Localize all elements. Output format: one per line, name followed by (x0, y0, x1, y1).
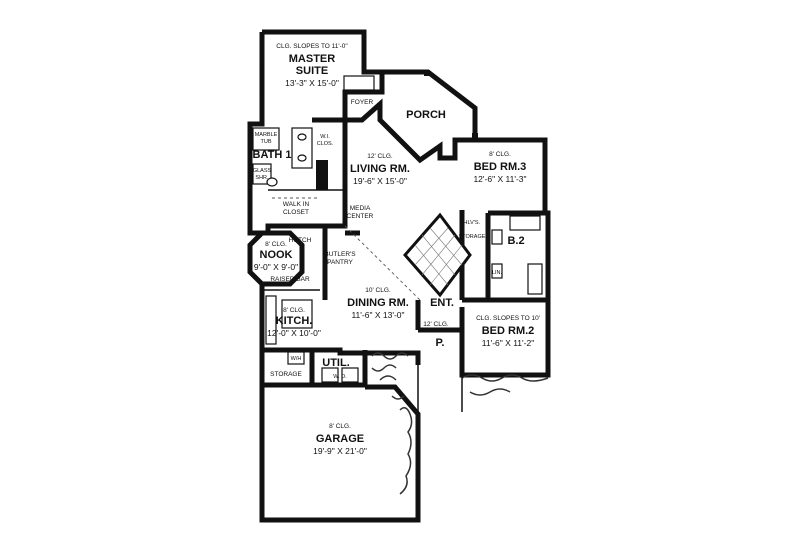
marble-label: MARBLE (255, 132, 278, 138)
nook-name: NOOK (260, 249, 293, 261)
media-label: MEDIA (350, 205, 371, 212)
kitchen-dims: 12'-0" X 10'-0" (267, 328, 321, 338)
glass-label: GLASS (253, 168, 272, 174)
dryer (341, 367, 359, 383)
closet-bed2 (527, 263, 543, 295)
dining-dims: 11'-6" X 13'-0" (351, 310, 404, 320)
washer (321, 367, 339, 383)
clos-label: CLOS. (317, 141, 334, 147)
entry-tile-grid (414, 227, 463, 286)
shelves-label: SHLV'S. (460, 220, 481, 226)
details (252, 31, 549, 495)
wh-label: W/H (291, 356, 302, 362)
garage-walls (259, 350, 421, 523)
ent-clg-label: 12' CLG. (423, 321, 449, 328)
west-walls (259, 284, 421, 365)
nook-walls (247, 230, 305, 287)
bed3-name: BED RM.3 (474, 161, 527, 173)
ent-label: ENT. (430, 297, 454, 309)
storage-garage-label: STORAGE (270, 371, 302, 378)
bed3-note: 8' CLG. (489, 151, 511, 158)
kitchen-counter-left (265, 295, 277, 345)
center-label: CENTER (347, 213, 374, 220)
living-dims: 19'-6" X 15'-0" (353, 176, 407, 186)
vanity-2 (491, 229, 503, 245)
master-name-1: MASTER (289, 53, 336, 65)
room-labels: CLG. SLOPES TO 11'-0" MASTER SUITE 13'-3… (254, 43, 540, 456)
porch-walls (382, 69, 478, 136)
dining-note: 10' CLG. (365, 287, 391, 294)
master-suite-walls (247, 29, 385, 236)
wd-label: W. D. (333, 374, 347, 380)
raised-bar-label: RAISED BAR (270, 276, 310, 283)
garage-dims: 19'-9" X 21'-0" (313, 446, 367, 456)
wi-label: W.I. (320, 134, 330, 140)
garage-note: 8' CLG. (329, 423, 351, 430)
living-walls (345, 98, 548, 213)
storage-hall-label: STORAGE (459, 234, 486, 240)
porch-post-1 (424, 70, 430, 76)
bath1-label: BATH 1 (253, 149, 292, 161)
kitchen-note: 8' CLG. (283, 307, 305, 314)
garage-name: GARAGE (316, 433, 364, 445)
sink-1 (297, 133, 307, 141)
hutch-label: HUTCH (289, 237, 312, 244)
dining-name: DINING RM. (347, 297, 409, 309)
master-note: CLG. SLOPES TO 11'-0" (276, 43, 348, 50)
landscape-right (461, 374, 549, 396)
kitchen-island (281, 299, 313, 329)
living-name: LIVING RM. (350, 163, 410, 175)
linen-label: LIN. (492, 270, 503, 276)
p-label: P. (436, 337, 445, 349)
walls (247, 29, 551, 523)
bed2-dims: 11'-6" X 11'-2" (482, 338, 534, 348)
bed2-note: CLG. SLOPES TO 10' (476, 315, 540, 322)
bed3-dims: 12'-6" X 11'-3" (473, 174, 526, 184)
glass-shower (252, 163, 272, 185)
bed2-name: BED RM.2 (482, 325, 535, 337)
nook-note: 8' CLG. (265, 241, 287, 248)
porch-post-2 (472, 133, 478, 139)
master-name-2: SUITE (296, 65, 328, 77)
vanity (291, 127, 313, 169)
porch-label: PORCH (406, 109, 446, 121)
toilet (266, 177, 278, 187)
tub-2 (509, 215, 541, 231)
fireplace (316, 160, 328, 190)
linen (491, 263, 503, 279)
area-labels: PORCH FOYER BATH 1 MARBLE TUB GLASS SHR.… (253, 99, 525, 380)
tub-label: TUB (261, 139, 272, 145)
living-note: 12' CLG. (367, 153, 393, 160)
util-walls (309, 350, 368, 388)
kitchen-name: KITCH. (276, 315, 313, 327)
util-label: UTIL. (322, 357, 350, 369)
landscape-left (371, 352, 413, 495)
foyer-label: FOYER (351, 99, 374, 106)
nook-dims: 9'-0" X 9'-0" (254, 262, 298, 272)
bath2-label: B.2 (507, 235, 524, 247)
foyer-closet (343, 75, 375, 91)
shr-label: SHR. (255, 175, 269, 181)
entry-walls (418, 307, 465, 333)
walkin-label: WALK IN (283, 201, 310, 208)
master-dims: 13'-3" X 15'-0" (285, 78, 339, 88)
closet-label: CLOSET (283, 209, 309, 216)
butlers-label: BUTLER'S (324, 251, 356, 258)
water-heater (287, 351, 305, 365)
marble-tub (252, 127, 280, 151)
pantry-label: PANTRY (327, 259, 353, 266)
sink-2 (297, 154, 307, 162)
entry-tile (403, 212, 472, 298)
